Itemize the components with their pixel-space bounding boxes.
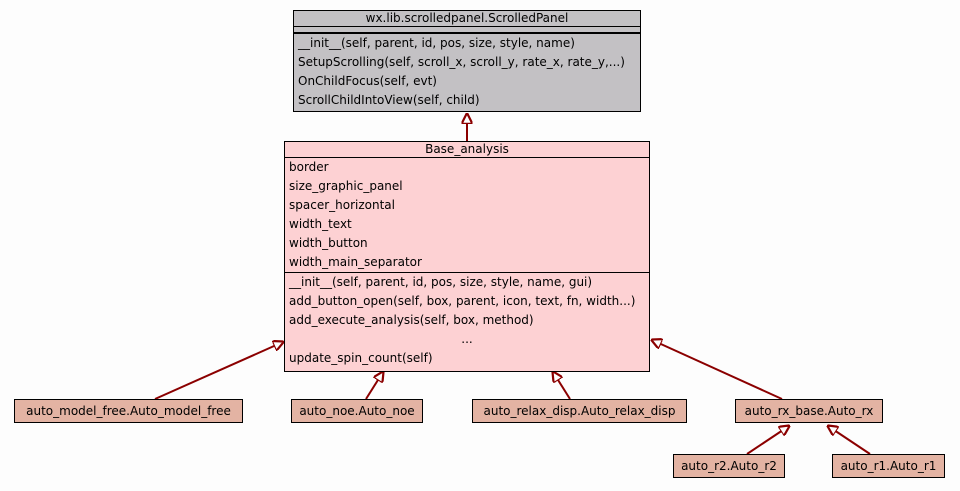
edge-auto-noe-to-base-analysis [365, 372, 383, 400]
class-scrolled-panel[interactable]: wx.lib.scrolledpanel.ScrolledPanel __ini… [293, 10, 641, 112]
attribute: spacer_horizontal [289, 198, 395, 212]
method: add_execute_analysis(self, box, method) [289, 313, 534, 327]
class-auto-model-free[interactable]: auto_model_free.Auto_model_free [14, 399, 243, 423]
attributes-section [294, 27, 640, 33]
method: ScrollChildIntoView(self, child) [298, 93, 480, 107]
method: OnChildFocus(self, evt) [298, 74, 437, 88]
class-title: Base_analysis [285, 142, 649, 158]
class-auto-r1[interactable]: auto_r1.Auto_r1 [832, 454, 945, 478]
class-auto-r2[interactable]: auto_r2.Auto_r2 [673, 454, 785, 478]
methods-section: __init__(self, parent, id, pos, size, st… [285, 273, 649, 368]
edge-auto-relax-disp-to-base-analysis [553, 372, 571, 400]
attribute: width_text [289, 217, 352, 231]
edge-auto-r1-to-auto-rx [828, 426, 871, 455]
class-auto-rx[interactable]: auto_rx_base.Auto_rx [735, 399, 883, 423]
edge-auto-r2-to-auto-rx [746, 426, 789, 455]
method: SetupScrolling(self, scroll_x, scroll_y,… [298, 55, 625, 69]
attribute: width_button [289, 236, 368, 250]
methods-section: __init__(self, parent, id, pos, size, st… [294, 33, 640, 110]
class-base-analysis[interactable]: Base_analysis border size_graphic_panel … [284, 141, 650, 372]
edge-auto-rx-to-base-analysis [652, 340, 783, 400]
method: __init__(self, parent, id, pos, size, st… [298, 36, 575, 50]
edge-auto-model-free-to-base-analysis [154, 342, 283, 400]
class-title: wx.lib.scrolledpanel.ScrolledPanel [294, 11, 640, 27]
attribute: size_graphic_panel [289, 179, 403, 193]
method-ellipsis: ... [461, 332, 473, 346]
method: add_button_open(self, box, parent, icon,… [289, 294, 636, 308]
class-auto-relax-disp[interactable]: auto_relax_disp.Auto_relax_disp [472, 399, 687, 423]
method: __init__(self, parent, id, pos, size, st… [289, 275, 593, 289]
attributes-section: border size_graphic_panel spacer_horizon… [285, 158, 649, 273]
class-auto-noe[interactable]: auto_noe.Auto_noe [291, 399, 423, 423]
attribute: width_main_separator [289, 255, 422, 269]
method: update_spin_count(self) [289, 351, 433, 365]
attribute: border [289, 160, 329, 174]
